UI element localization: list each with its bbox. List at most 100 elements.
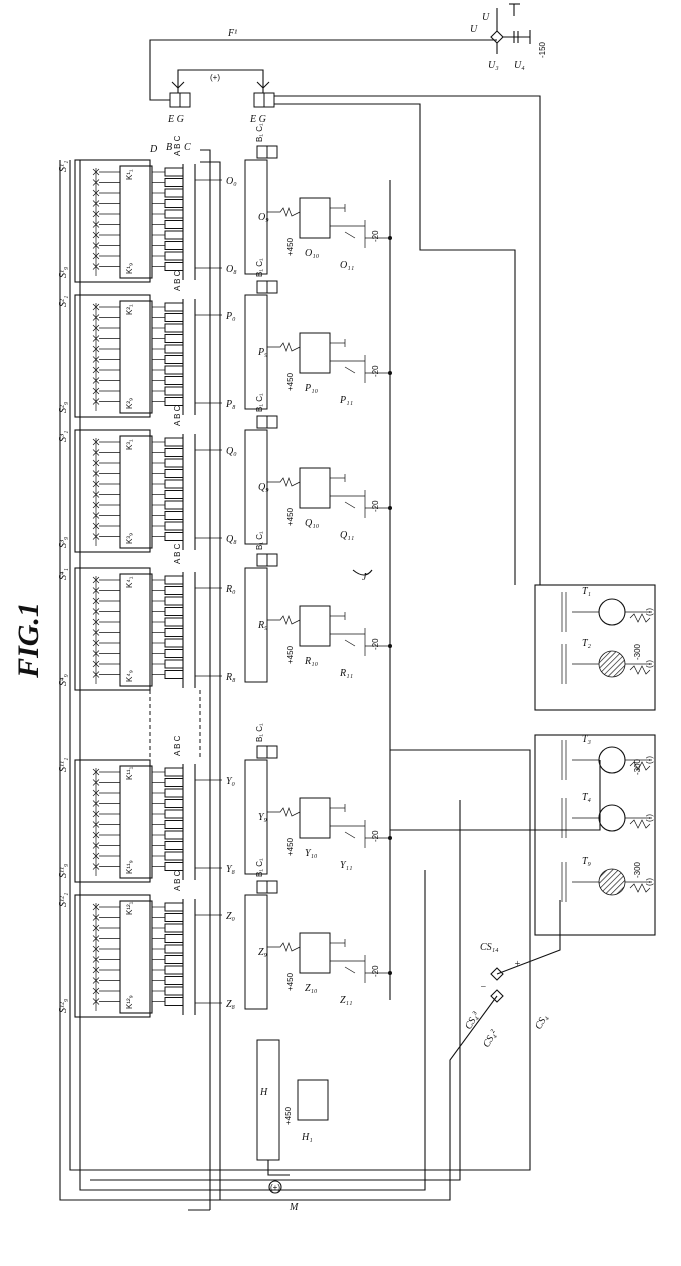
label-p9: P₉ bbox=[257, 347, 268, 358]
register-bar bbox=[244, 894, 268, 1010]
label-p11: P₁₁ bbox=[339, 395, 353, 406]
label-p10: P₁₀ bbox=[304, 383, 319, 394]
bus-j: J bbox=[69, 160, 601, 1191]
label-cs4-1: CS₁₄ bbox=[480, 942, 499, 953]
label-minus20: -20 bbox=[371, 365, 380, 377]
relay-tube bbox=[299, 197, 331, 239]
label-p0: P₀ bbox=[225, 311, 236, 322]
label-y8: Y₈ bbox=[226, 864, 236, 875]
label-plus-sign: (+) bbox=[210, 73, 220, 82]
label-k11-9: K¹¹₉ bbox=[125, 860, 134, 874]
label-cs4: CS₄ bbox=[533, 1012, 550, 1031]
label-minus150: -150 bbox=[538, 41, 547, 58]
label-u1b: U bbox=[470, 24, 478, 35]
label-o10: O₁₀ bbox=[305, 248, 320, 259]
label-k12-1: K¹²₁ bbox=[125, 901, 134, 915]
label-h-450: +450 bbox=[284, 1106, 293, 1125]
label-k1-1: K¹₁ bbox=[125, 169, 134, 180]
label-minus20: -20 bbox=[371, 965, 380, 977]
label-s1-1: S¹₁ bbox=[58, 161, 69, 172]
label-c: C bbox=[184, 142, 191, 153]
label-eg-left: E G bbox=[167, 114, 184, 125]
label-k12-9: K¹²₉ bbox=[125, 995, 134, 1009]
stage-frame bbox=[74, 294, 151, 418]
stage-frame bbox=[74, 759, 151, 883]
vacuum-tube-icon bbox=[598, 746, 626, 774]
label-o0: O₀ bbox=[226, 176, 237, 187]
label-s4-9: S⁴₉ bbox=[58, 674, 69, 686]
label-tube-t3: T₃ bbox=[582, 734, 592, 745]
label-q0: Q₀ bbox=[226, 446, 237, 457]
label-z9: Z₉ bbox=[258, 947, 268, 958]
label-k3-9: K³₉ bbox=[125, 533, 134, 544]
label-h: H bbox=[259, 1087, 268, 1098]
label-b1c1: B₁ C₁ bbox=[255, 393, 264, 412]
label-q9: Q₉ bbox=[258, 482, 269, 493]
label-tube-t1: T₁ bbox=[582, 586, 591, 597]
switch-f1: F¹ (+) E G E G bbox=[149, 28, 541, 585]
figure-title: FIG.1 bbox=[12, 602, 45, 679]
label-q10: Q₁₀ bbox=[305, 518, 320, 529]
tube-frame-bottom bbox=[534, 734, 656, 936]
tube-t9: T₉(-) bbox=[561, 856, 654, 902]
label-u3: U₃ bbox=[488, 60, 499, 71]
tube-t4: T₄(-) bbox=[561, 792, 654, 838]
label-s3-1: S³₁ bbox=[58, 431, 69, 442]
label-s11-1: S¹¹₁ bbox=[58, 758, 69, 772]
label-d: D bbox=[149, 144, 158, 155]
label-o8: O₈ bbox=[226, 264, 237, 275]
label-z0: Z₀ bbox=[226, 911, 236, 922]
label-minus20: -20 bbox=[371, 638, 380, 650]
label-b1c1: B₁ C₁ bbox=[255, 723, 264, 742]
vacuum-tube-icon bbox=[598, 804, 626, 832]
tube-labels: -300-300-300 bbox=[633, 643, 642, 878]
label-abc: A B C bbox=[173, 270, 182, 291]
stage-h: H H₁ +450 (+) M bbox=[256, 1039, 329, 1213]
label-s11-9: S¹¹₉ bbox=[58, 863, 69, 878]
label-abc: A B C bbox=[173, 135, 182, 156]
label-s3-9: S³₉ bbox=[58, 536, 69, 548]
relay-tube bbox=[299, 797, 331, 839]
label-450: +450 bbox=[286, 372, 295, 391]
tube-t3: T₃(-) bbox=[561, 734, 654, 780]
label-minus-sign: (-) bbox=[645, 878, 654, 886]
label-y9: Y₉ bbox=[258, 812, 268, 823]
label-minus20: -20 bbox=[371, 230, 380, 242]
label-b1c1: B₁ C₁ bbox=[255, 858, 264, 877]
label-b1c1: B₁ C₁ bbox=[255, 123, 264, 142]
label-o9: O₉ bbox=[258, 212, 269, 223]
label-s12-1: S¹²₁ bbox=[58, 893, 69, 907]
register-bar bbox=[244, 159, 268, 275]
stage-frame bbox=[74, 429, 151, 553]
label-k1-9: K¹₉ bbox=[125, 263, 134, 274]
label-s4-1: S⁴₁ bbox=[58, 568, 69, 580]
label-s2-9: S²₉ bbox=[58, 401, 69, 413]
label-s12-9: S¹²₉ bbox=[58, 998, 69, 1013]
label-r9: R₉ bbox=[257, 620, 268, 631]
register-bar bbox=[244, 294, 268, 410]
label-tube-t2: T₂ bbox=[582, 638, 592, 649]
label-z8: Z₈ bbox=[226, 999, 236, 1010]
label-q8: Q₈ bbox=[226, 534, 237, 545]
stage-frame bbox=[74, 567, 151, 691]
label-abc: A B C bbox=[173, 543, 182, 564]
vacuum-tube-icon bbox=[598, 868, 626, 896]
register-bar bbox=[244, 429, 268, 545]
label-abc: A B C bbox=[173, 870, 182, 891]
relay-tube bbox=[299, 605, 331, 647]
label-minus300-b: -300 bbox=[633, 758, 642, 775]
label-r0: R₀ bbox=[225, 584, 236, 595]
label-o11: O₁₁ bbox=[340, 260, 354, 271]
bus-lines bbox=[69, 149, 221, 1211]
label-r10: R₁₀ bbox=[304, 656, 319, 667]
label-k3-1: K³₁ bbox=[125, 439, 134, 450]
label-k4-1: K⁴₁ bbox=[125, 576, 134, 588]
